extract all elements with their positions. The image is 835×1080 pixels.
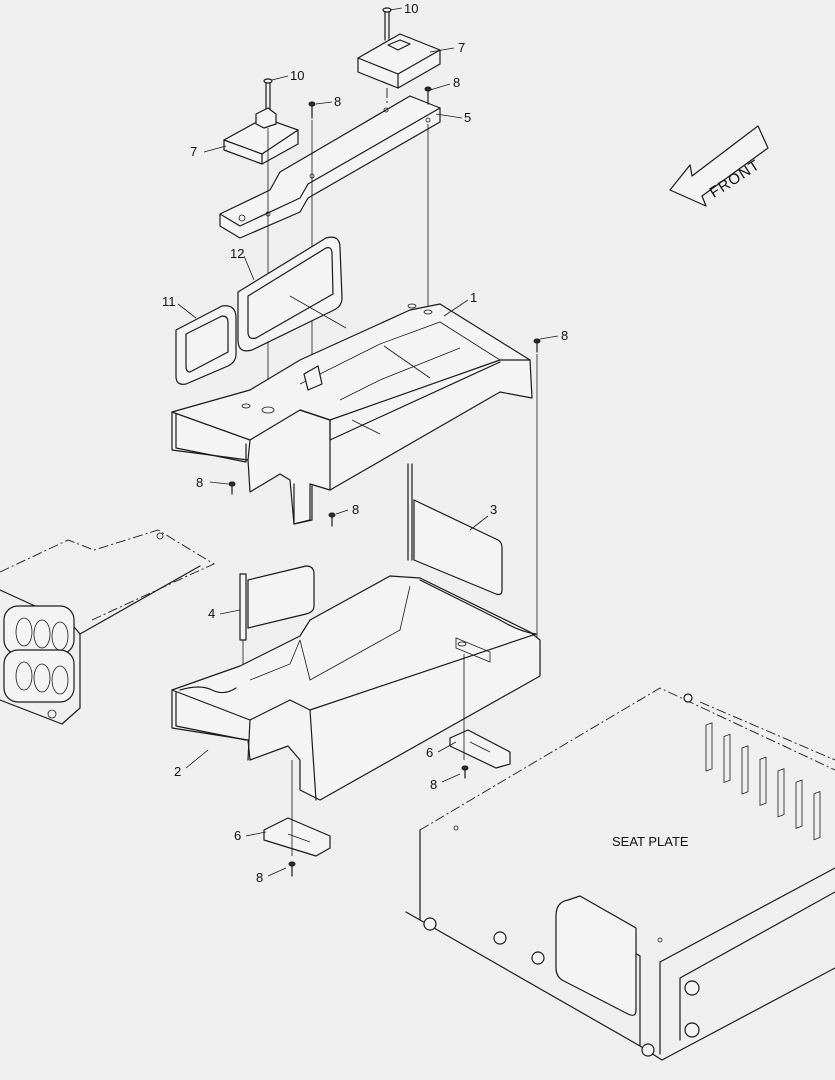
callout-8-left: 8 xyxy=(196,475,203,490)
bolt-10-top xyxy=(382,7,392,41)
callouts: 10 7 8 5 10 8 7 12 11 1 8 8 8 3 4 2 6 8 … xyxy=(162,1,568,885)
gasket-12 xyxy=(237,236,347,352)
callout-11: 11 xyxy=(162,294,176,309)
callout-8-center: 8 xyxy=(352,502,359,517)
bracket-6-right xyxy=(449,729,511,769)
bolt-8-plate-b xyxy=(424,86,432,105)
upper-duct-1 xyxy=(171,303,533,525)
bolt-8-bracket-lower xyxy=(288,861,296,877)
callout-6-right: 6 xyxy=(426,745,433,760)
leader-lines xyxy=(177,7,559,877)
block-7-top xyxy=(357,33,441,89)
bolt-8-duct-center xyxy=(328,512,336,527)
callout-2: 2 xyxy=(174,764,181,779)
lower-duct-2 xyxy=(171,575,541,801)
callout-8-lower: 8 xyxy=(256,870,263,885)
callout-7-left: 7 xyxy=(190,144,197,159)
callout-4: 4 xyxy=(208,606,215,621)
seat-plate-label: SEAT PLATE xyxy=(612,834,689,849)
bolt-8-duct-right xyxy=(533,338,541,353)
seat-plate-box: SEAT PLATE xyxy=(405,687,835,1061)
gasket-11 xyxy=(175,305,237,385)
callout-8-right: 8 xyxy=(561,328,568,343)
damper-4 xyxy=(239,565,315,700)
callout-8-plate: 8 xyxy=(334,94,341,109)
callout-1: 1 xyxy=(470,290,477,305)
bracket-6-lower xyxy=(263,817,331,857)
bolt-10-left xyxy=(263,78,273,111)
block-7-left xyxy=(223,107,299,165)
bolt-8-bracket-right xyxy=(461,765,469,779)
callout-12: 12 xyxy=(230,246,244,261)
bracket-plate-5 xyxy=(219,95,441,239)
callout-10-top: 10 xyxy=(404,1,418,16)
callout-8-bracket-right: 8 xyxy=(430,777,437,792)
left-heater-unit xyxy=(0,529,215,725)
callout-10-left: 10 xyxy=(290,68,304,83)
callout-7-top: 7 xyxy=(458,40,465,55)
callout-3: 3 xyxy=(490,502,497,517)
front-arrow: FRONT xyxy=(669,125,769,207)
callout-8-top: 8 xyxy=(453,75,460,90)
callout-5: 5 xyxy=(464,110,471,125)
bolt-8-duct-left xyxy=(228,481,236,495)
callout-6-lower: 6 xyxy=(234,828,241,843)
bolt-8-plate-a xyxy=(308,101,316,119)
vent-slots xyxy=(705,722,821,841)
damper-3 xyxy=(407,463,503,596)
